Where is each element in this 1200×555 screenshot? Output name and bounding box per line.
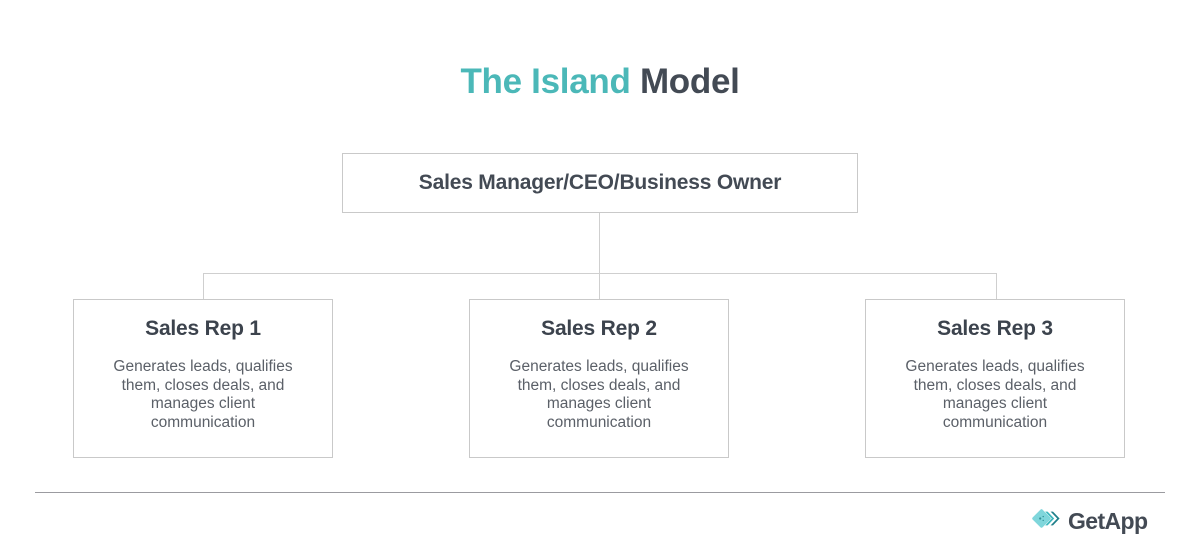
page-title-rest: Model <box>630 62 740 101</box>
brand-name: GetApp <box>1068 507 1148 534</box>
org-node-description: Generates leads, qualifies them, closes … <box>113 358 293 431</box>
org-node-sales-rep-3: Sales Rep 3 Generates leads, qualifies t… <box>865 299 1125 458</box>
footer-divider <box>35 492 1165 493</box>
org-node-sales-rep-1: Sales Rep 1 Generates leads, qualifies t… <box>73 299 333 458</box>
org-node-root-label: Sales Manager/CEO/Business Owner <box>418 171 782 194</box>
connector-horizontal-bar <box>203 273 997 274</box>
page-title-accent: The Island <box>460 62 631 101</box>
org-node-description: Generates leads, qualifies them, closes … <box>905 358 1085 431</box>
page-title: The Island Model <box>0 60 1200 104</box>
org-node-sales-rep-2: Sales Rep 2 Generates leads, qualifies t… <box>469 299 729 458</box>
connector-drop-left <box>203 273 204 299</box>
getapp-chevrons-icon <box>1032 508 1062 535</box>
brand-logo: GetApp <box>1032 505 1148 537</box>
org-node-root: Sales Manager/CEO/Business Owner <box>342 153 858 213</box>
org-node-description: Generates leads, qualifies them, closes … <box>509 358 689 431</box>
org-node-title: Sales Rep 3 <box>937 317 1053 340</box>
connector-drop-right <box>996 273 997 299</box>
org-node-title: Sales Rep 2 <box>541 317 657 340</box>
connector-trunk-vertical <box>599 213 600 274</box>
connector-drop-center <box>599 273 600 299</box>
org-node-title: Sales Rep 1 <box>145 317 261 340</box>
